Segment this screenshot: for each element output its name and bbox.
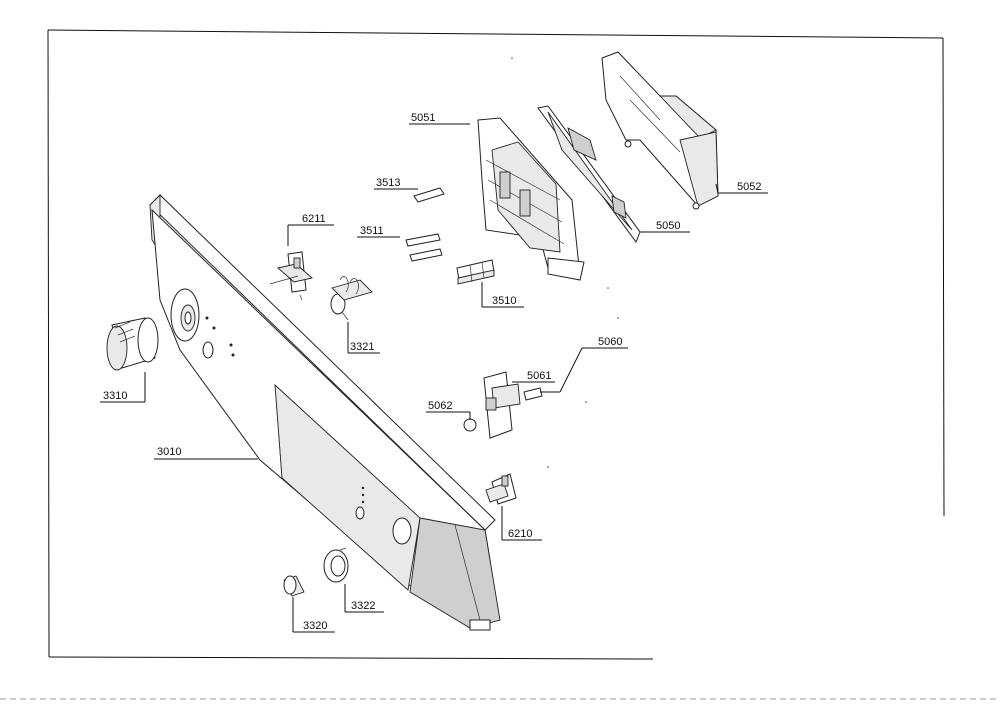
contact-3513 — [413, 187, 445, 203]
part-labels: 5051 5052 5050 3513 6211 3511 3510 3321 … — [103, 112, 761, 632]
pins-3511 — [405, 233, 443, 262]
bracket-6211 — [269, 251, 313, 301]
label-3513: 3513 — [376, 177, 400, 189]
control-panel-3010 — [149, 193, 501, 631]
label-5062: 5062 — [428, 400, 452, 412]
knob-3310 — [106, 317, 159, 371]
connector-3510 — [456, 259, 495, 285]
label-6210: 6210 — [508, 528, 532, 540]
switch-spring-3321 — [330, 276, 373, 321]
label-3010: 3010 — [157, 446, 181, 458]
label-3510: 3510 — [492, 295, 516, 307]
drawing-frame — [0, 29, 1000, 700]
leader-lines — [100, 123, 768, 633]
label-5060: 5060 — [598, 336, 622, 348]
label-3310: 3310 — [103, 390, 127, 402]
switch-assembly-5060 — [463, 371, 543, 439]
label-5052: 5052 — [737, 181, 761, 193]
label-5061: 5061 — [527, 370, 551, 382]
label-5050: 5050 — [656, 220, 680, 232]
label-3320: 3320 — [303, 620, 327, 632]
bracket-6210 — [485, 473, 517, 505]
label-6211: 6211 — [302, 213, 326, 225]
button-cap-3320 — [283, 575, 305, 597]
ring-3322 — [323, 547, 349, 583]
label-3322: 3322 — [351, 600, 375, 612]
cover-5052 — [601, 51, 719, 210]
label-3511: 3511 — [360, 225, 384, 237]
circuit-board-5050 — [537, 105, 641, 244]
stray-marks — [511, 57, 619, 468]
label-5051: 5051 — [411, 112, 435, 124]
label-3321: 3321 — [350, 341, 374, 353]
bracket-frame-5051 — [477, 117, 585, 281]
